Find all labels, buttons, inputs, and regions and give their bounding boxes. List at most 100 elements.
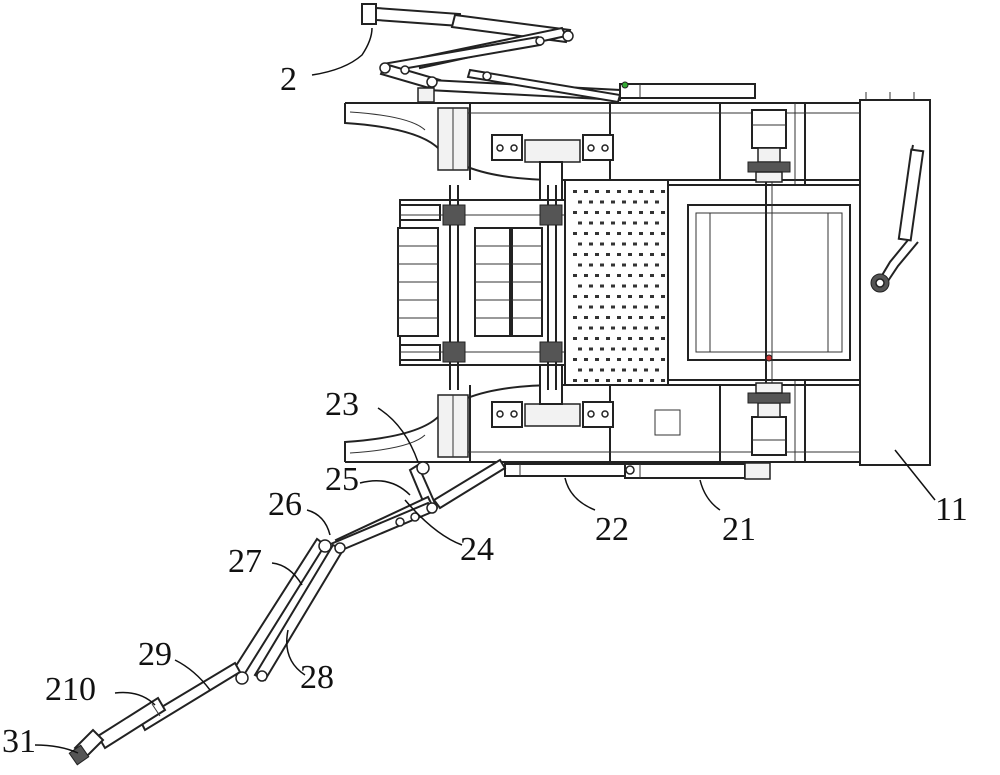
screen-hole bbox=[595, 211, 599, 214]
screen-hole bbox=[617, 295, 621, 298]
screen-hole bbox=[644, 242, 648, 246]
screen-hole bbox=[589, 221, 593, 225]
screen-hole bbox=[578, 326, 582, 330]
screen-hole bbox=[622, 221, 626, 225]
screen-hole bbox=[644, 263, 648, 267]
screen-hole bbox=[578, 305, 582, 309]
top-motor bbox=[751, 109, 787, 149]
screen-hole bbox=[606, 190, 610, 193]
screen-hole bbox=[622, 242, 626, 246]
screen-hole bbox=[589, 284, 593, 288]
motors bbox=[747, 109, 791, 456]
screen-hole bbox=[650, 211, 654, 214]
screen-hole bbox=[617, 232, 621, 235]
screen-hole bbox=[633, 221, 637, 225]
screen-hole bbox=[661, 337, 665, 340]
screen-hole bbox=[584, 295, 588, 298]
screen-hole bbox=[644, 347, 648, 351]
screen-hole bbox=[628, 316, 632, 319]
screen-hole bbox=[600, 347, 604, 351]
screen-hole bbox=[595, 232, 599, 235]
screen-hole bbox=[650, 316, 654, 319]
bottom-motor bbox=[751, 416, 787, 456]
screen-hole bbox=[628, 295, 632, 298]
label-11: 11 bbox=[935, 491, 968, 528]
screen-hole bbox=[633, 200, 637, 204]
side-guides bbox=[437, 107, 614, 458]
screen-hole bbox=[600, 221, 604, 225]
screen-hole bbox=[633, 347, 637, 351]
screen-hole bbox=[578, 368, 582, 372]
label-26: 26 bbox=[268, 486, 302, 523]
screen-hole bbox=[633, 242, 637, 246]
screen-hole bbox=[617, 211, 621, 214]
screen-hole bbox=[595, 190, 599, 193]
screen-hole bbox=[606, 253, 610, 256]
screen-hole bbox=[606, 316, 610, 319]
label-28: 28 bbox=[300, 659, 334, 696]
screen-hole bbox=[617, 190, 621, 193]
screen-hole bbox=[622, 368, 626, 372]
screen-hole bbox=[611, 263, 615, 267]
screen-hole bbox=[589, 368, 593, 372]
screen-hole bbox=[650, 274, 654, 277]
label-27: 27 bbox=[228, 543, 262, 580]
screen-hole bbox=[573, 253, 577, 256]
screen-hole bbox=[639, 274, 643, 277]
screen-hole bbox=[661, 358, 665, 361]
screen-hole bbox=[617, 379, 621, 382]
screen-hole bbox=[600, 326, 604, 330]
screen-hole bbox=[595, 274, 599, 277]
screen-hole bbox=[617, 316, 621, 319]
screen-hole bbox=[622, 284, 626, 288]
rear-cylinder bbox=[870, 144, 925, 293]
screen-hole bbox=[644, 200, 648, 204]
screen-hole bbox=[655, 368, 659, 372]
screen-hole bbox=[661, 295, 665, 298]
screen-hole bbox=[589, 263, 593, 267]
reference-labels: 2 11 21 22 23 24 25 26 27 28 29 210 31 bbox=[2, 61, 968, 760]
screen-hole bbox=[573, 316, 577, 319]
screen-hole bbox=[633, 368, 637, 372]
screen-hole bbox=[573, 358, 577, 361]
screen-hole bbox=[661, 232, 665, 235]
screen-hole bbox=[584, 190, 588, 193]
cylinder-22 bbox=[504, 463, 631, 477]
screen-hole bbox=[644, 368, 648, 372]
screen-hole bbox=[584, 211, 588, 214]
screen-hole bbox=[611, 242, 615, 246]
label-25: 25 bbox=[325, 461, 359, 498]
top-arm bbox=[361, 3, 756, 104]
screen-hole bbox=[595, 379, 599, 382]
screen-hole bbox=[584, 358, 588, 361]
screen-hole bbox=[573, 190, 577, 193]
screen-hole bbox=[633, 284, 637, 288]
screen-hole bbox=[589, 326, 593, 330]
screen-hole bbox=[633, 326, 637, 330]
label-22: 22 bbox=[595, 511, 629, 548]
screen-hole bbox=[661, 190, 665, 193]
screen-hole bbox=[655, 242, 659, 246]
screen-hole bbox=[655, 221, 659, 225]
screen-hole bbox=[644, 284, 648, 288]
label-2: 2 bbox=[280, 61, 297, 98]
screen-hole bbox=[589, 200, 593, 204]
screen-hole bbox=[655, 263, 659, 267]
top-cylinder bbox=[619, 83, 756, 99]
screen-hole bbox=[595, 358, 599, 361]
screen-hole bbox=[639, 232, 643, 235]
cylinder-21 bbox=[624, 463, 746, 479]
screen-hole bbox=[578, 263, 582, 267]
screen-hole bbox=[639, 358, 643, 361]
screen-hole bbox=[622, 200, 626, 204]
screen-hole bbox=[628, 337, 632, 340]
screen-hole bbox=[600, 242, 604, 246]
screen-hole bbox=[655, 305, 659, 309]
screen-hole bbox=[650, 379, 654, 382]
screen-hole bbox=[655, 326, 659, 330]
blade-blocks bbox=[397, 227, 543, 337]
screen-hole bbox=[606, 358, 610, 361]
screen-hole bbox=[611, 284, 615, 288]
screen-hole bbox=[661, 211, 665, 214]
